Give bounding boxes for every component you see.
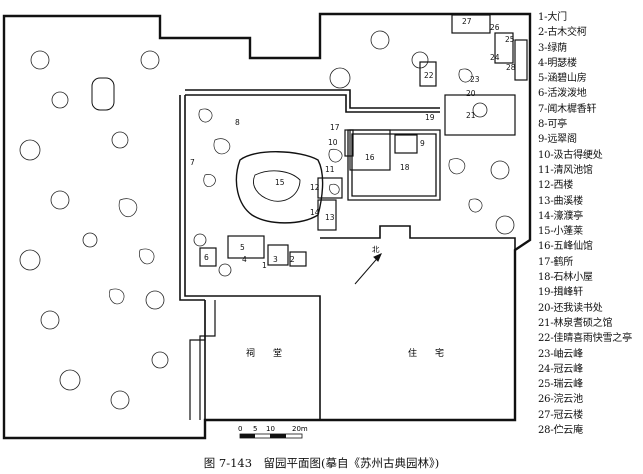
west-pond	[91, 77, 115, 111]
plan-number: 16	[365, 153, 375, 162]
corridor-east-block	[347, 129, 441, 201]
legend-item: 7-闻木樨香轩	[538, 103, 597, 115]
pond-inner	[253, 170, 301, 202]
legend-item: 22-佳晴喜雨快雪之亭	[538, 333, 632, 345]
legend-item: 19-揖峰轩	[538, 287, 583, 299]
scale-bar: 0 5 10 20m	[238, 425, 308, 439]
plan-number: 6	[204, 253, 209, 262]
scale-tick: 10	[266, 425, 275, 433]
residence-wall	[320, 225, 516, 420]
legend-item: 16-五峰仙馆	[538, 241, 593, 253]
plan-number: 9	[420, 139, 425, 148]
legend-item: 10-汲古得绠处	[538, 149, 603, 161]
legend-item: 8-可亭	[538, 119, 567, 131]
plan-number: 11	[325, 165, 335, 174]
legend-item: 18-石林小屋	[538, 272, 593, 284]
legend-item: 17-鹤所	[538, 256, 574, 268]
plan-number: 21	[466, 111, 476, 120]
legend-item: 9-远翠阁	[538, 134, 577, 146]
plan-number: 17	[330, 123, 340, 132]
legend-item: 26-浣云池	[538, 394, 583, 406]
scale-tick: 5	[253, 425, 257, 433]
north-label: 北	[372, 245, 380, 254]
area-label-residence: 住 宅	[408, 347, 444, 359]
plan-number: 4	[242, 255, 247, 264]
legend-item: 13-曲溪楼	[538, 195, 583, 207]
legend-item: 3-绿荫	[538, 42, 567, 54]
legend-item: 23-岫云峰	[538, 348, 583, 360]
legend-item: 6-活泼泼地	[538, 88, 587, 100]
legend-item: 1-大门	[538, 12, 567, 23]
plan-number: 28	[506, 63, 516, 72]
legend-item: 2-古木交柯	[538, 27, 587, 39]
plan-number: 3	[273, 255, 278, 264]
legend-item: 25-瑞云峰	[538, 379, 583, 391]
plan-number: 10	[328, 138, 338, 147]
legend-item: 15-小蓬莱	[538, 226, 583, 238]
plan-number: 26	[490, 23, 500, 32]
plan-number: 8	[235, 118, 240, 127]
north-arrow	[354, 253, 382, 285]
plan-number: 12	[310, 183, 320, 192]
figure-caption: 图 7-143 留园平面图(摹自《苏州古典园林》)	[203, 456, 440, 470]
plan-number: 15	[275, 178, 285, 187]
legend-item: 4-明瑟楼	[538, 57, 577, 69]
trees	[19, 30, 515, 410]
plan-number: 20	[466, 89, 476, 98]
plan-number: 2	[290, 255, 295, 264]
buildings	[199, 14, 528, 267]
plan-number: 25	[505, 35, 515, 44]
plan-number: 14	[310, 208, 320, 217]
boundary-wall	[2, 12, 532, 440]
plan-number: 23	[470, 75, 480, 84]
legend-item: 5-涵碧山房	[538, 73, 587, 85]
plan-number: 22	[424, 71, 434, 80]
legend-item: 14-濠濮亭	[538, 210, 583, 222]
legend-item: 20-还我读书处	[538, 302, 603, 314]
plan-number: 19	[425, 113, 435, 122]
area-label-ancestral-hall: 祠 堂	[246, 347, 282, 359]
plan-number: 27	[462, 17, 472, 26]
rockery	[109, 68, 483, 305]
plan-number: 18	[400, 163, 410, 172]
legend-item: 11-清风池馆	[538, 164, 593, 176]
plan-number: 7	[190, 158, 195, 167]
legend-item: 24-冠云峰	[538, 363, 583, 375]
plan-number: 5	[240, 243, 245, 252]
plan-number: 24	[490, 53, 500, 62]
building-numbers: 1 2 3 4 5 6 7 8 9 10 11 12 13 14 15 16 1…	[190, 17, 516, 270]
entrance-lane	[189, 300, 216, 420]
legend-item: 27-冠云楼	[538, 409, 583, 421]
corridor-west	[179, 95, 205, 301]
legend-item: 12-西楼	[538, 180, 574, 192]
legend-item: 28-伫云庵	[538, 425, 583, 437]
plan-number: 1	[262, 261, 267, 270]
corridor-north	[185, 89, 440, 113]
scale-tick: 20m	[292, 425, 308, 433]
legend-item: 21-林泉耆硕之馆	[538, 317, 613, 329]
legend: 1-大门 2-古木交柯 3-绿荫 4-明瑟楼 5-涵碧山房 6-活泼泼地 7-闻…	[538, 10, 640, 438]
plan-number: 13	[325, 213, 335, 222]
scale-tick: 0	[238, 425, 242, 433]
